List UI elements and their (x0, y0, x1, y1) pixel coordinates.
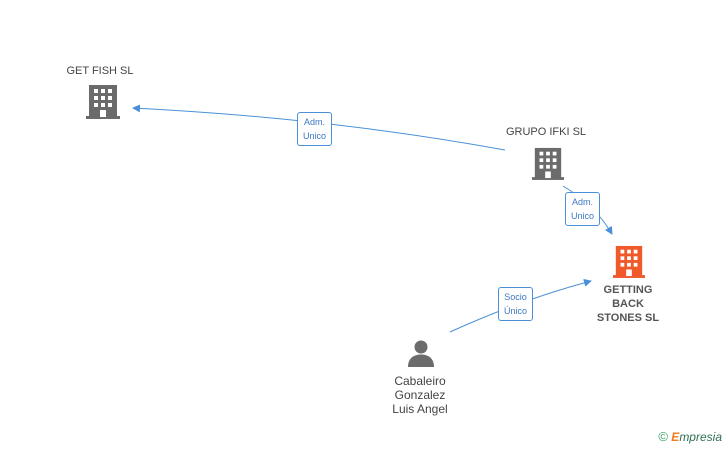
edge-label-socio-unico[interactable]: Socio Único (498, 287, 534, 321)
node-label-line: Gonzalez (394, 388, 446, 402)
edge-label-adm-unico[interactable]: Adm. Unico (565, 192, 601, 226)
footer-brand: © Empresia (658, 429, 722, 444)
node-label-grupo-ifki: GRUPO IFKI SL (505, 126, 587, 138)
building-icon[interactable] (86, 83, 120, 119)
node-label-line: Cabaleiro (394, 374, 446, 388)
node-label-line: STONES SL (596, 312, 660, 324)
node-label-line: BACK (612, 298, 644, 310)
brand-logo: Empresia (671, 430, 722, 444)
edge-label-line: Unico (571, 211, 595, 221)
edge-label-line: Adm. (572, 197, 594, 207)
node-label-line: Luis Angel (392, 402, 448, 416)
edge-label-line: Unico (303, 131, 327, 141)
building-icon[interactable] (532, 145, 564, 181)
node-label-person: Cabaleiro Gonzalez Luis Angel (370, 374, 470, 416)
brand-logo-text: mpresia (679, 430, 722, 444)
brand-logo-initial: E (671, 430, 680, 444)
edge-label-line: Adm. (304, 117, 326, 127)
building-icon[interactable] (613, 243, 645, 279)
node-label-get-fish: GET FISH SL (66, 65, 134, 77)
edge-label-adm-unico[interactable]: Adm. Unico (297, 112, 333, 146)
edge-label-line: Único (504, 306, 528, 316)
person-icon[interactable] (407, 339, 435, 367)
node-label-line: GETTING (603, 284, 653, 296)
copyright-symbol: © (658, 429, 668, 444)
edge-label-line: Socio (504, 292, 527, 302)
node-label-getting-back-stones: GETTING BACK STONES SL (578, 283, 678, 325)
